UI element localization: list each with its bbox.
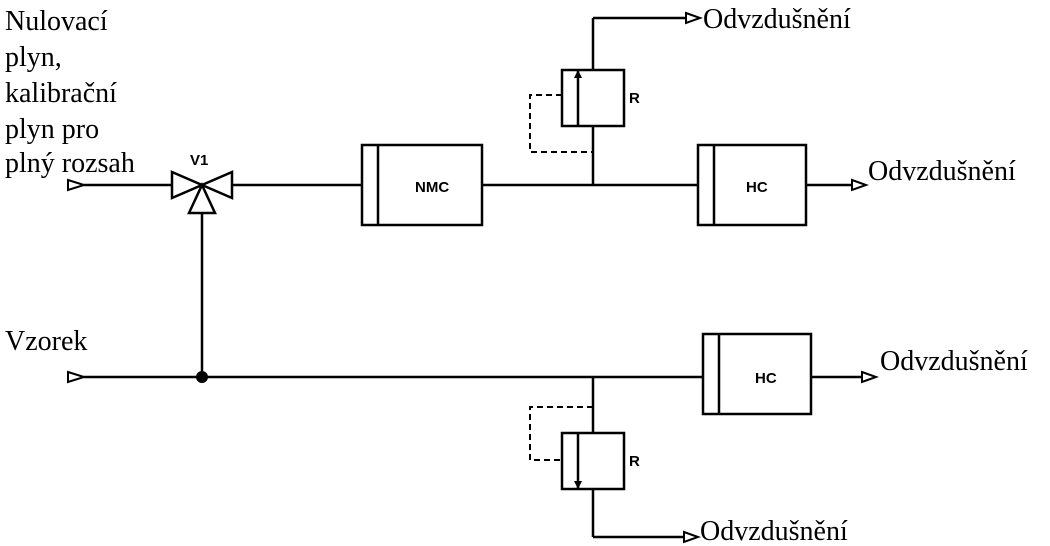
top-regulator-pilot-line (529, 94, 593, 153)
hc-top-label: HC (746, 179, 768, 196)
input-gas-arrow-icon (67, 178, 88, 192)
bottom-regulator-box (560, 431, 626, 491)
hc-top-vent-arrow-icon (851, 178, 869, 192)
valve-label: V1 (190, 152, 208, 169)
hc-bottom-box (701, 332, 813, 416)
input-gas-label-line-5: plný rozsah (5, 148, 135, 179)
sample-arrow-icon (67, 370, 88, 384)
hc-top-unit (696, 143, 808, 227)
input-gas-label-line-2: plyn, (5, 42, 62, 73)
bottom-regulator-label: R (629, 453, 640, 470)
input-gas-label-line-4: plyn pro (5, 114, 99, 145)
bottom-regulator-unit (560, 431, 626, 491)
top-regulator-box (560, 68, 626, 128)
hc-bottom-vent-arrow-icon (861, 370, 879, 384)
top-vent-label: Odvzdušnění (703, 4, 851, 35)
hc-top-vent-label: Odvzdušnění (868, 156, 1016, 187)
hc-bottom-unit (701, 332, 813, 416)
bottom-regulator-pilot-line (529, 406, 593, 461)
bottom-vent-label: Odvzdušnění (700, 516, 848, 546)
hc-bottom-label: HC (755, 370, 777, 387)
top-vent-arrow-icon (685, 11, 703, 25)
valve-v1 (170, 170, 234, 215)
top-regulator-label: R (629, 90, 640, 107)
hc-bottom-vent-label: Odvzdušnění (880, 346, 1028, 377)
valve-left-triangle-icon (170, 170, 206, 200)
nmc-label: NMC (415, 179, 449, 196)
nmc-box (360, 143, 484, 227)
top-regulator-arrow-icon (574, 70, 582, 78)
nmc-unit (360, 143, 484, 227)
top-regulator-unit (560, 68, 626, 128)
input-gas-label-line-3: kalibrační (5, 78, 117, 109)
bottom-vent-arrow-icon (683, 530, 701, 544)
sample-label: Vzorek (5, 326, 87, 357)
bottom-regulator-arrow-icon (574, 481, 582, 489)
input-gas-label-line-1: Nulovací (5, 6, 108, 37)
hc-top-box (696, 143, 808, 227)
